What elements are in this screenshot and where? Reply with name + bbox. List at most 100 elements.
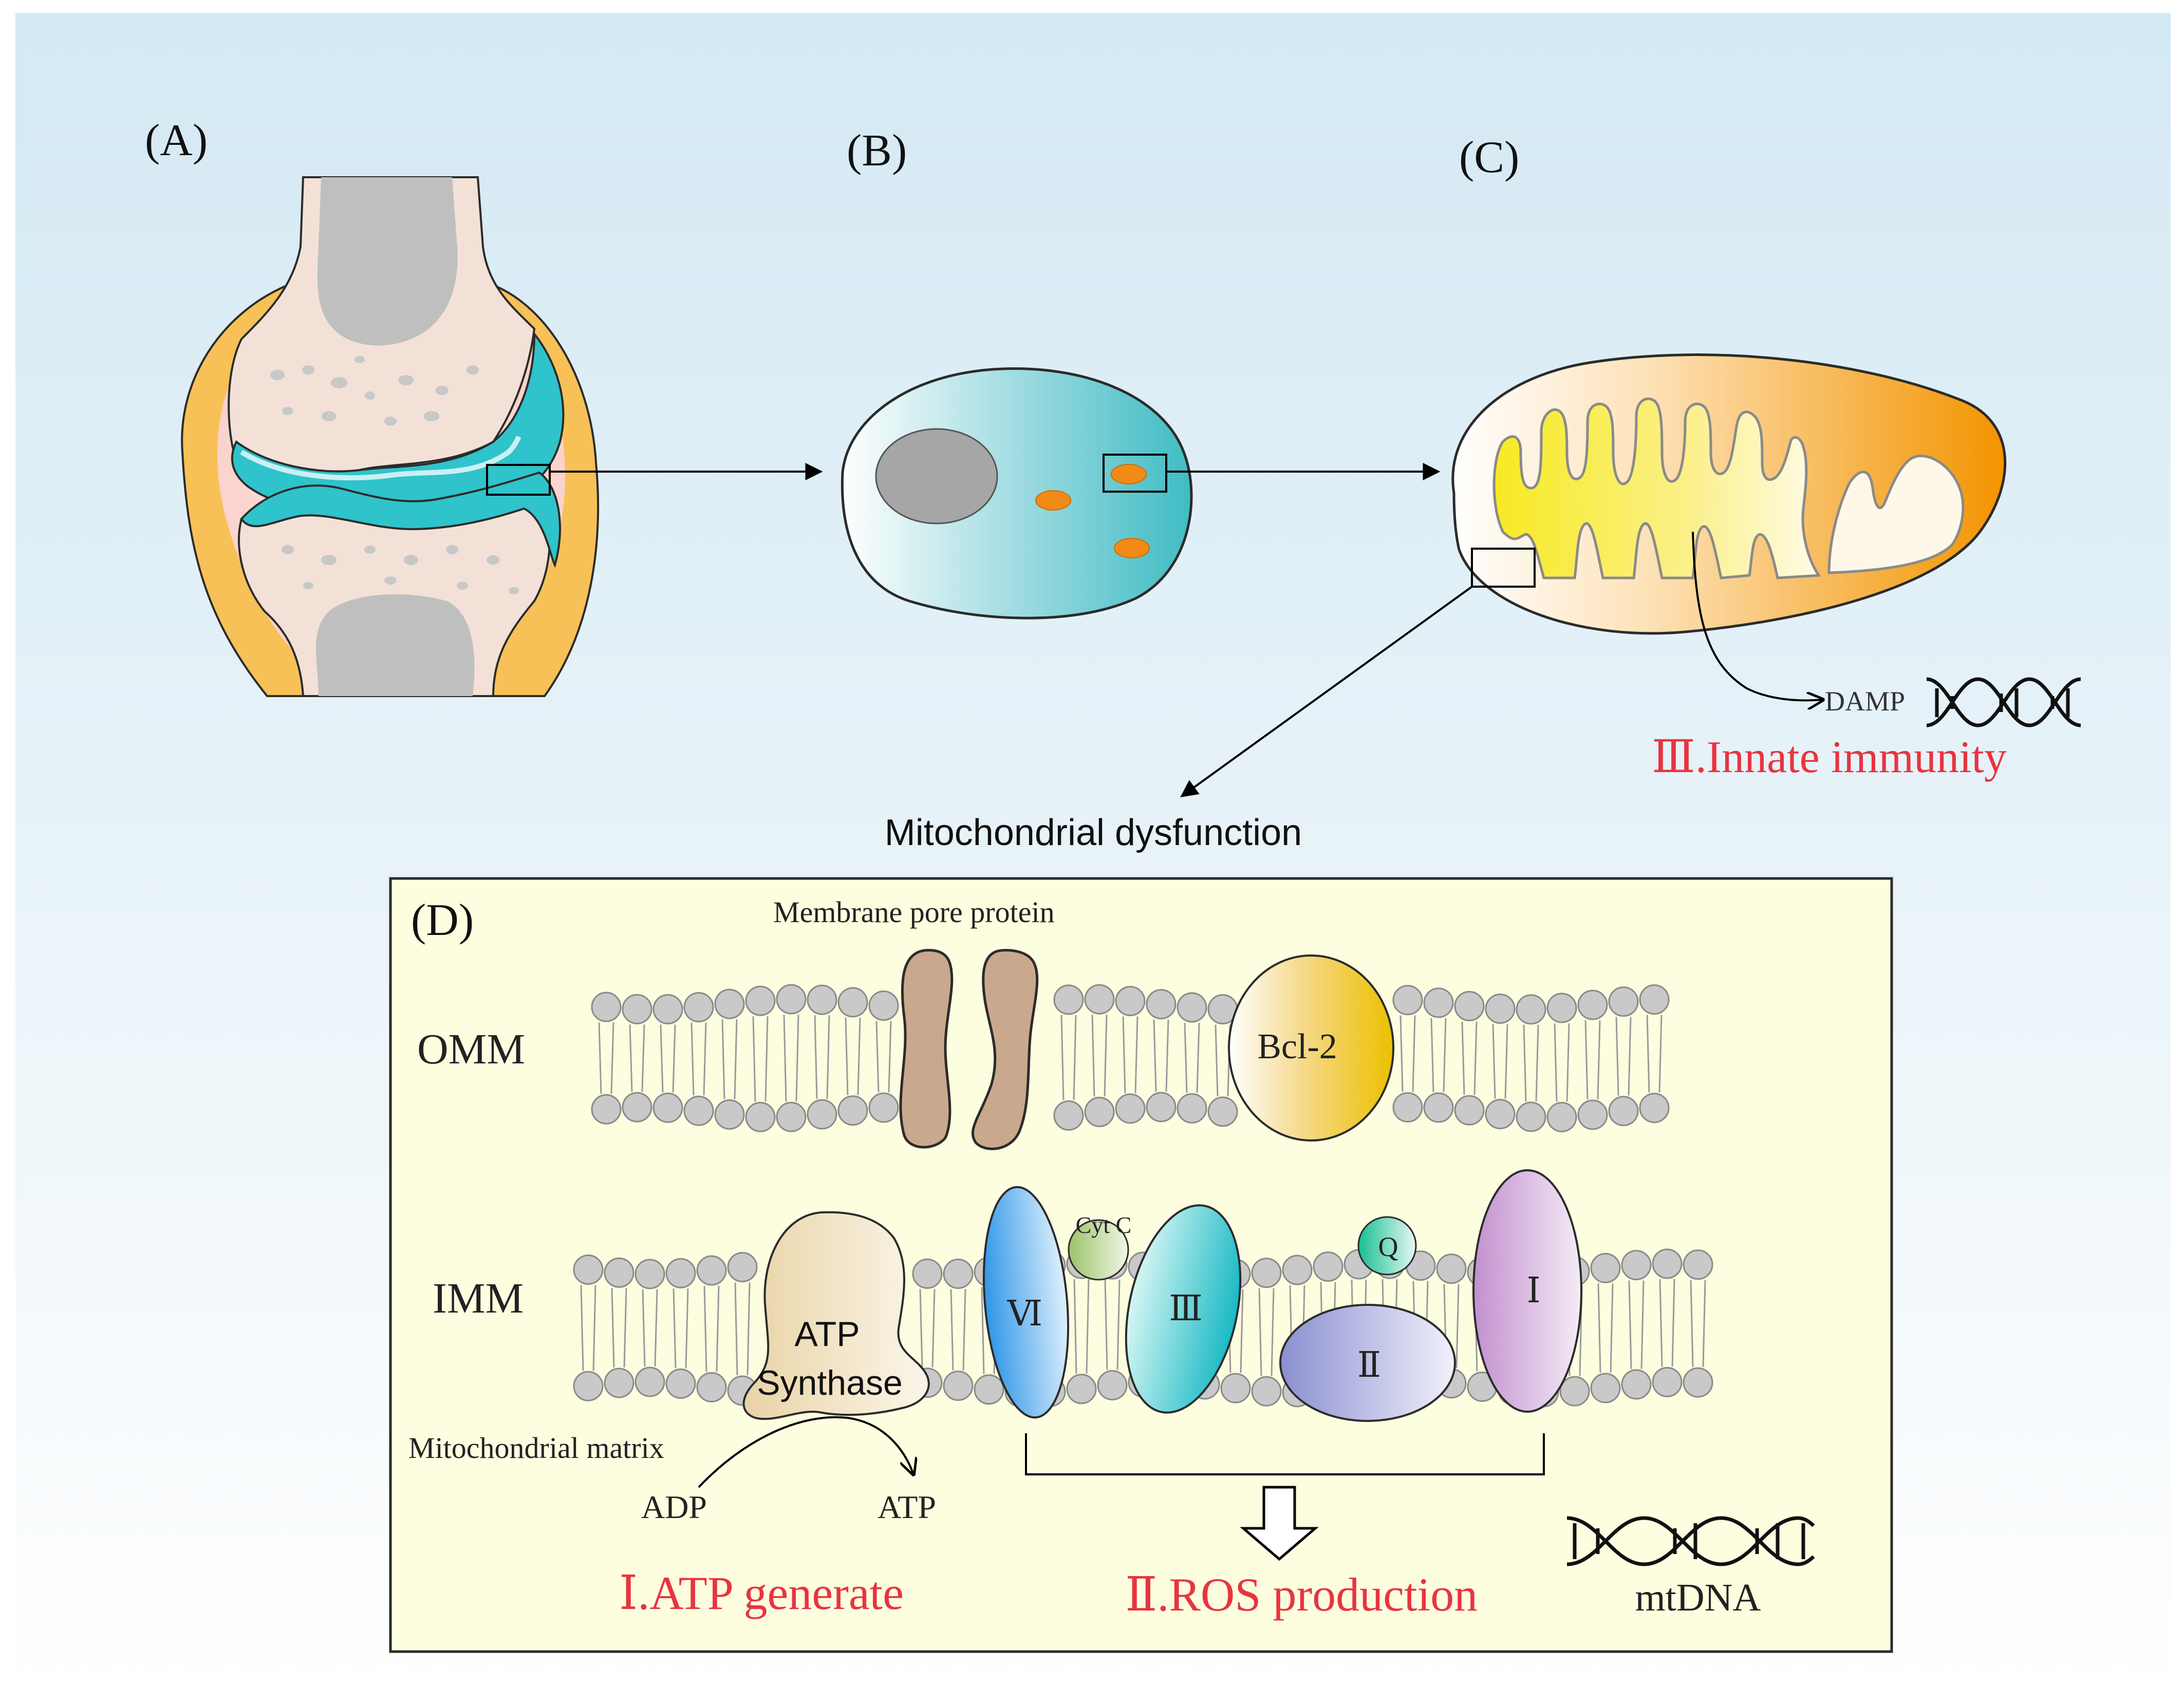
lipid-head xyxy=(868,990,899,1021)
lipid-head xyxy=(1485,994,1516,1024)
lipid-head xyxy=(912,1258,943,1289)
lipid-head xyxy=(652,994,683,1025)
mitochondrion-cristae xyxy=(1492,397,1821,579)
lipid-head xyxy=(943,1371,974,1401)
lipid-head xyxy=(573,1254,604,1285)
lipid-head xyxy=(683,1095,714,1126)
arrow-to-dysfunction xyxy=(1180,586,1473,797)
panel-label-b: (B) xyxy=(847,126,907,176)
q-protein xyxy=(1357,1216,1417,1276)
lipid-head xyxy=(1177,1093,1207,1124)
lipid-head xyxy=(696,1372,727,1402)
damp-label: DAMP xyxy=(1825,686,1905,717)
panel-label-a: (A) xyxy=(145,116,208,165)
lipid-head xyxy=(776,1101,807,1132)
lipid-head xyxy=(1177,992,1207,1023)
lipid-head xyxy=(1577,989,1608,1020)
lipid-head xyxy=(1436,1253,1467,1284)
lipid-head xyxy=(622,994,652,1024)
adp-label: ADP xyxy=(641,1489,707,1525)
complex-ii-label: Ⅱ xyxy=(1357,1345,1381,1384)
joint-illustration xyxy=(181,176,600,697)
lipid-head xyxy=(622,1092,652,1122)
mitochondrion-inner-right xyxy=(1827,454,1965,574)
lipid-head xyxy=(634,1366,665,1397)
cell-nucleus xyxy=(875,428,998,525)
damp-release-arrow xyxy=(1692,531,1823,700)
lipid-head xyxy=(1251,1376,1282,1407)
upper-marrow xyxy=(317,177,458,346)
matrix-label: Mitochondrial matrix xyxy=(408,1431,664,1465)
lipid-head xyxy=(1115,986,1146,1017)
lipid-head xyxy=(1683,1249,1713,1280)
omm-bilayer xyxy=(591,984,1670,1133)
lipid-head xyxy=(714,1099,745,1130)
lipid-head xyxy=(573,1371,604,1401)
membrane-pore-label: Membrane pore protein xyxy=(773,895,1055,929)
lipid-head xyxy=(696,1255,727,1286)
lipid-head xyxy=(1251,1258,1282,1288)
lipid-head xyxy=(1546,993,1577,1023)
mitochondrion-illustration xyxy=(1451,353,2007,701)
lipid-head xyxy=(1313,1251,1343,1282)
panel-label-d: (D) xyxy=(411,895,474,945)
lipid-head xyxy=(634,1259,665,1289)
cytc-protein xyxy=(1068,1219,1129,1281)
lipid-head xyxy=(1146,989,1177,1020)
ros-production-title: Ⅱ.ROS production xyxy=(1125,1568,1478,1621)
atp-label: ATP xyxy=(878,1489,936,1525)
lipid-head xyxy=(1652,1248,1683,1279)
cell-zoom-box xyxy=(1103,454,1167,493)
complex-ii xyxy=(1279,1304,1456,1422)
lipid-head xyxy=(1115,1093,1146,1124)
panel-label-c: (C) xyxy=(1459,133,1519,182)
mtdna-icon xyxy=(1566,1516,1815,1566)
lipid-head xyxy=(1516,1101,1546,1132)
cytc-label: Cyt C xyxy=(1076,1212,1132,1238)
lipid-head xyxy=(974,1374,1004,1405)
lipid-head xyxy=(1392,1092,1423,1122)
atp-generate-title: Ⅰ.ATP generate xyxy=(619,1567,904,1619)
lipid-head xyxy=(683,992,714,1023)
lipid-head xyxy=(1590,1373,1621,1403)
lipid-head xyxy=(1220,1373,1251,1403)
lipid-head xyxy=(776,984,807,1015)
joint-zoom-box xyxy=(486,464,551,496)
dysfunction-title: Mitochondrial dysfunction xyxy=(885,812,1302,853)
pore-protein-left xyxy=(899,949,954,1149)
lipid-head xyxy=(1608,986,1639,1017)
pore-protein-right xyxy=(971,949,1039,1150)
complex-vi xyxy=(982,1186,1070,1419)
lipid-head xyxy=(837,1095,868,1126)
q-label: Q xyxy=(1378,1231,1398,1262)
lipid-head xyxy=(1485,1099,1516,1130)
mtdna-label: mtDNA xyxy=(1635,1576,1761,1619)
lipid-head xyxy=(1559,1376,1590,1407)
lipid-head xyxy=(1454,991,1485,1022)
lipid-head xyxy=(807,1099,837,1130)
lipid-head xyxy=(714,988,745,1019)
lipid-head xyxy=(1423,1092,1454,1123)
innate-immunity-title: Ⅲ.Innate immunity xyxy=(1652,733,2007,782)
complex-i-label: Ⅰ xyxy=(1527,1271,1541,1310)
lipid-head xyxy=(1053,1100,1084,1131)
lipid-head xyxy=(1207,1096,1238,1127)
ros-down-arrow xyxy=(1240,1486,1319,1561)
lipid-head xyxy=(1639,984,1670,1015)
adp-atp-arrow xyxy=(698,1416,913,1488)
mitochondrion-zoom-box xyxy=(1471,548,1536,588)
lipid-head xyxy=(665,1368,696,1399)
bcl2-protein xyxy=(1228,954,1394,1141)
complex-iii xyxy=(1125,1204,1242,1414)
upper-cartilage-highlight xyxy=(240,435,521,481)
lipid-head xyxy=(868,1092,899,1123)
lipid-head xyxy=(1423,987,1454,1018)
lipid-head xyxy=(1577,1099,1608,1130)
lipid-head xyxy=(1053,984,1084,1015)
lipid-head xyxy=(591,991,622,1022)
lipid-head xyxy=(652,1092,683,1123)
atp-synthase-label-line1: ATP xyxy=(794,1315,860,1354)
lipid-head xyxy=(604,1368,634,1398)
lipid-head xyxy=(1683,1367,1713,1398)
